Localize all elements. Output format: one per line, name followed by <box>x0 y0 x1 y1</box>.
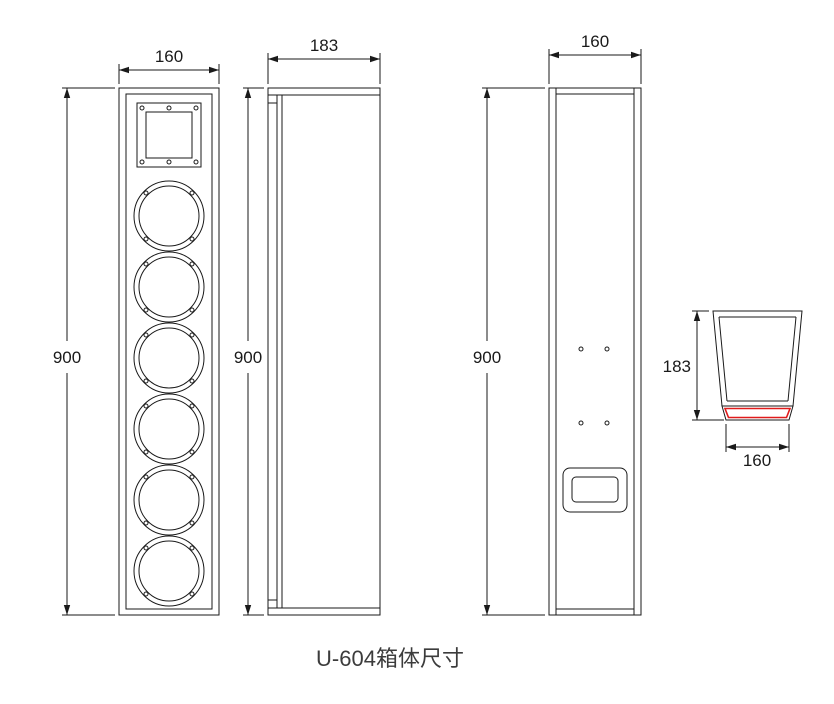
screw-hole <box>139 105 145 111</box>
tweeter-outer-frame <box>136 102 202 168</box>
mounting-hole <box>578 346 584 352</box>
front-grille-edge <box>721 405 794 421</box>
mounting-hole <box>604 420 610 426</box>
tweeter-panel <box>136 102 202 168</box>
bottom-rigging-notch <box>267 599 278 609</box>
screw-hole <box>166 105 172 111</box>
side-view-dimensions: 183 900 <box>234 36 381 616</box>
connector-plate-recess <box>571 476 619 503</box>
woofer-speaker <box>133 322 205 394</box>
top-view-dimensions: 183 160 <box>663 310 790 470</box>
front-baffle-outline <box>125 93 213 610</box>
woofer-speaker <box>133 180 205 252</box>
front-height-label: 900 <box>53 348 81 367</box>
back-height-label: 900 <box>473 348 501 367</box>
screw-hole <box>166 159 172 165</box>
screw-hole <box>139 159 145 165</box>
grille-highlight-red <box>723 407 792 419</box>
woofer-speaker <box>133 393 205 465</box>
woofer-speaker <box>133 251 205 323</box>
mounting-hole <box>604 346 610 352</box>
side-height-label: 900 <box>234 348 262 367</box>
drawing-caption: U-604箱体尺寸 <box>316 646 464 671</box>
front-view-dimensions: 160 900 <box>53 47 220 616</box>
front-view <box>118 87 220 616</box>
screw-hole <box>193 105 199 111</box>
side-outer-outline <box>267 87 381 616</box>
back-outer-outline <box>548 87 642 616</box>
back-width-label: 160 <box>581 32 609 51</box>
top-width-label: 160 <box>743 451 771 470</box>
woofer-speaker <box>133 535 205 607</box>
tweeter-horn <box>145 111 193 159</box>
top-rigging-notch <box>267 94 278 104</box>
back-view-dimensions: 160 900 <box>473 32 642 616</box>
top-view <box>712 310 803 421</box>
mounting-hole <box>578 420 584 426</box>
back-view <box>548 87 642 616</box>
connector-plate <box>562 467 628 513</box>
side-view <box>267 87 381 616</box>
front-width-label: 160 <box>155 47 183 66</box>
side-depth-label: 183 <box>310 36 338 55</box>
woofer-speaker <box>133 464 205 536</box>
top-depth-label: 183 <box>663 357 691 376</box>
front-outer-outline <box>118 87 220 616</box>
screw-hole <box>193 159 199 165</box>
